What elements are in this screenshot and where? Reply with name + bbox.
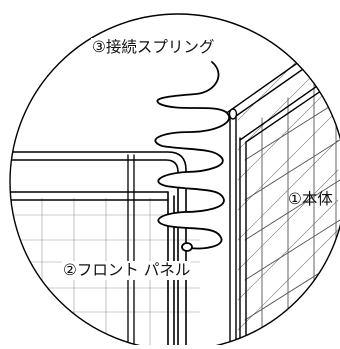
label-front-panel: ②フロント パネル — [62, 261, 192, 280]
label-connecting-spring: ③接続スプリング — [91, 38, 216, 57]
label-body: ①本体 — [288, 190, 333, 208]
body-frame-posts — [229, 113, 247, 349]
detail-circle — [9, 13, 340, 349]
connecting-spring — [154, 61, 230, 252]
front-panel-bars — [127, 154, 135, 349]
post-top-cap — [228, 108, 238, 120]
body-top-rail — [227, 39, 340, 143]
